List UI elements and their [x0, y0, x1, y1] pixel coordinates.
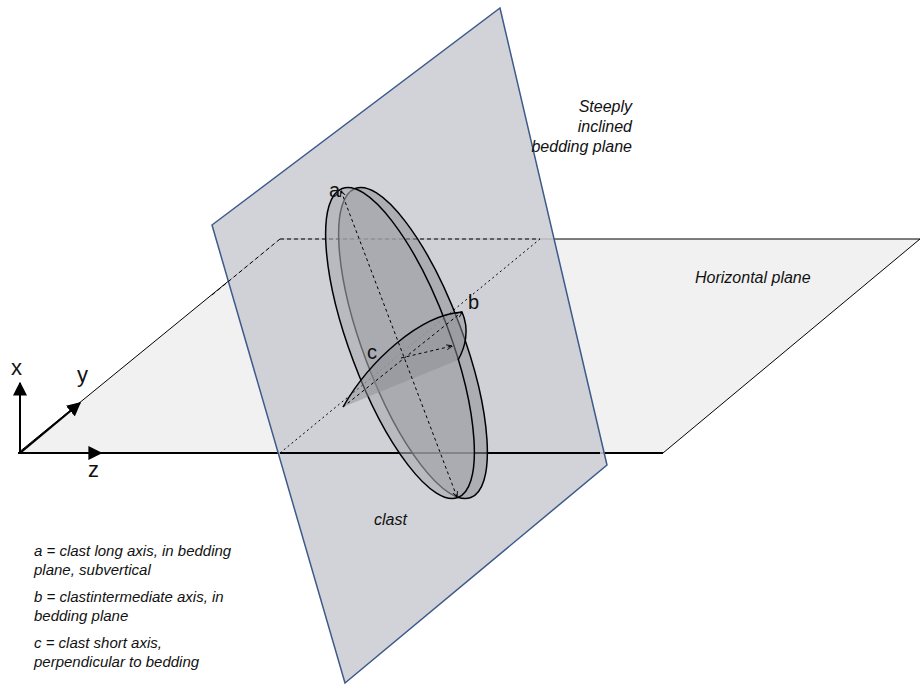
coordinate-axis-label: x	[11, 354, 22, 382]
axis-letter: b	[468, 290, 479, 315]
legend-note: a = clast long axis, in bedding plane, s…	[34, 542, 234, 580]
coordinate-axis-label: z	[88, 456, 99, 484]
plane-label: Horizontal plane	[695, 268, 811, 288]
axis-letter: c	[367, 340, 377, 365]
legend-note: b = clastintermediate axis, in bedding p…	[34, 588, 234, 626]
part-name: clast	[374, 510, 407, 530]
legend-note: c = clast short axis, perpendicular to b…	[34, 634, 234, 672]
plane-label: Steeply inclined bedding plane	[520, 97, 632, 157]
axis-letter: a	[329, 178, 340, 203]
coordinate-axis-label: y	[77, 361, 88, 389]
